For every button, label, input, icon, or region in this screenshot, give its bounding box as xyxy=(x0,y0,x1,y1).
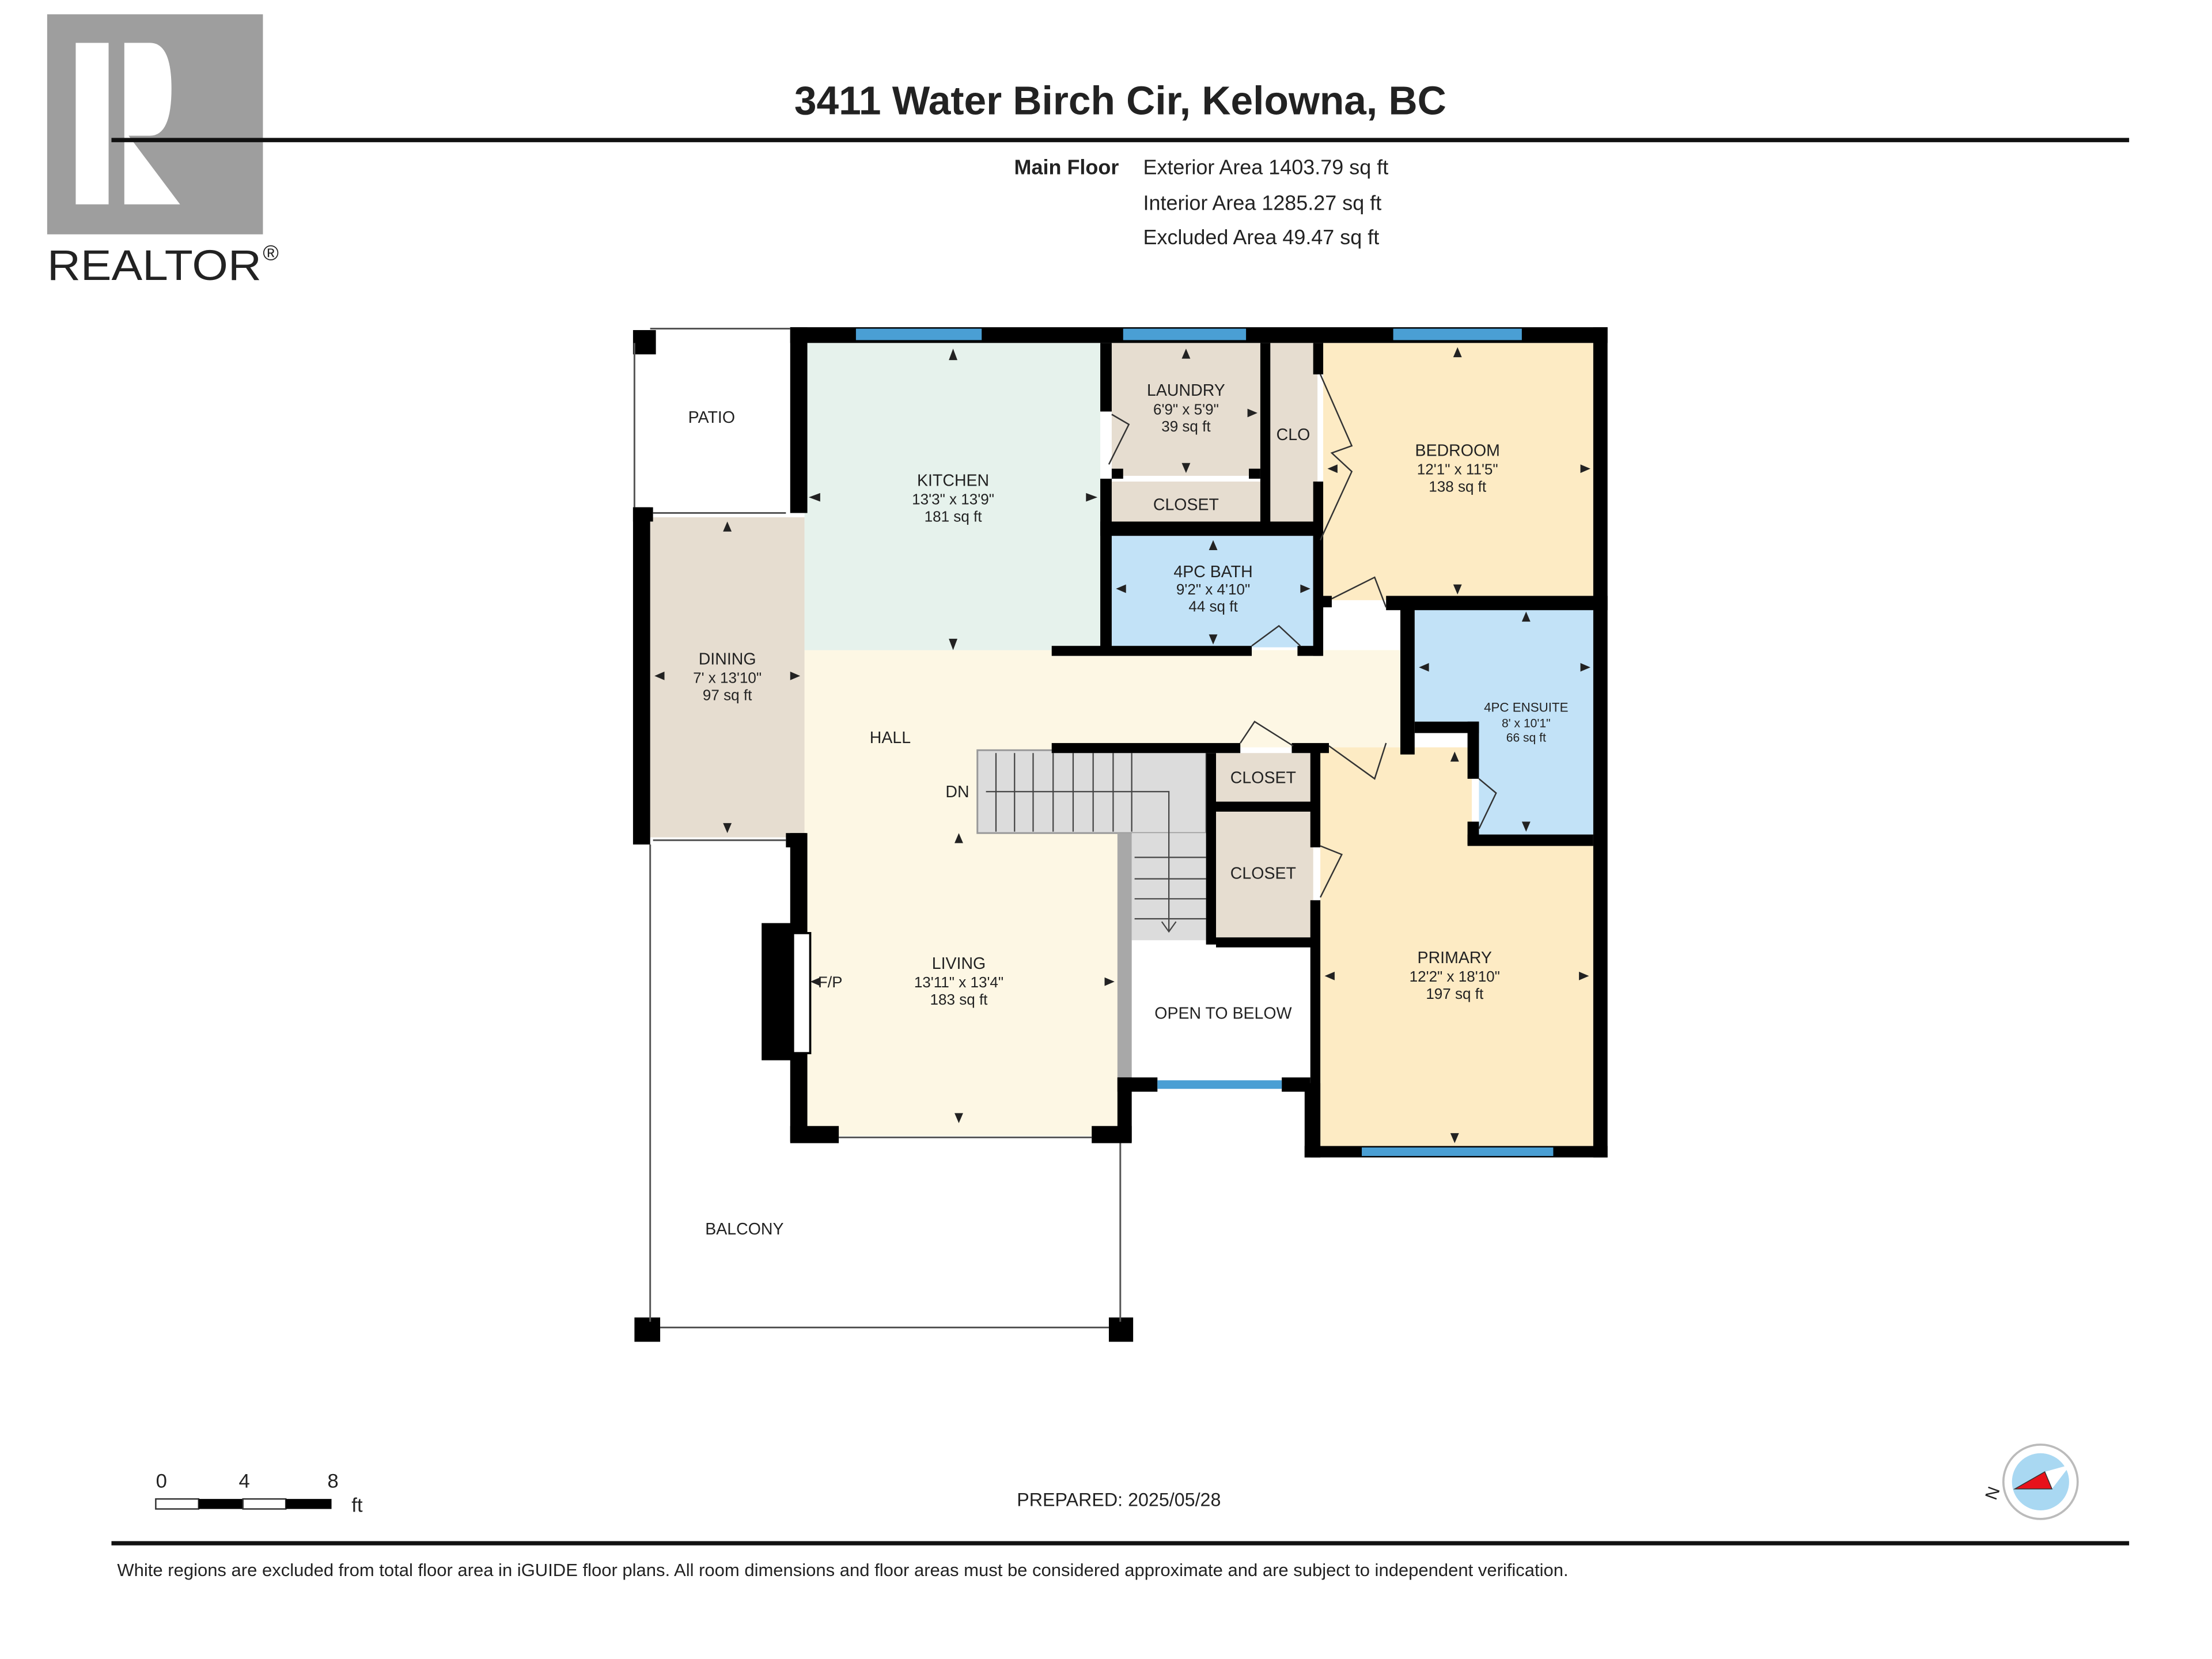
room-hall: HALL xyxy=(870,729,911,747)
room-bath: 4PC BATH xyxy=(1173,563,1252,581)
room-open-to-below: OPEN TO BELOW xyxy=(1154,1005,1291,1023)
realtor-wordmark: REALTOR xyxy=(47,241,262,289)
room-living: LIVING xyxy=(932,955,986,973)
fireplace-icon xyxy=(791,931,812,1055)
excluded-area: Excluded Area 49.47 sq ft xyxy=(1143,225,1379,249)
room-clo: CLO xyxy=(1277,426,1310,444)
room-kitchen-dims: 13'3" x 13'9" xyxy=(912,491,994,508)
scale-unit: ft xyxy=(351,1494,363,1516)
railings xyxy=(633,328,1122,1328)
dimension-arrows xyxy=(654,347,1590,1143)
room-closet-laundry: CLOSET xyxy=(1153,496,1219,514)
room-kitchen: KITCHEN xyxy=(917,471,989,490)
compass-north-label: N xyxy=(1982,1484,2003,1502)
footer-disclaimer: White regions are excluded from total fl… xyxy=(117,1560,1568,1580)
room-ensuite-dims: 8' x 10'1" xyxy=(1502,717,1551,730)
room-bedroom-dims: 12'1" x 11'5" xyxy=(1417,461,1498,478)
room-bedroom-area: 138 sq ft xyxy=(1429,478,1487,495)
registered-mark: ® xyxy=(263,240,278,264)
windows xyxy=(855,328,1554,1156)
room-dining-area: 97 sq ft xyxy=(703,687,752,704)
room-patio: PATIO xyxy=(688,408,735,427)
room-bath-dims: 9'2" x 4'10" xyxy=(1176,581,1250,598)
exterior-area: Exterior Area 1403.79 sq ft xyxy=(1143,156,1388,179)
room-laundry-area: 39 sq ft xyxy=(1161,418,1211,435)
room-labels: PATIO KITCHEN 13'3" x 13'9" 181 sq ft LA… xyxy=(688,381,1569,1238)
room-primary: PRIMARY xyxy=(1418,949,1492,967)
room-balcony: BALCONY xyxy=(705,1220,783,1238)
scale-tick-4: 4 xyxy=(239,1470,250,1492)
room-laundry: LAUNDRY xyxy=(1147,381,1225,400)
room-ensuite-area: 66 sq ft xyxy=(1506,731,1546,744)
room-laundry-dims: 6'9" x 5'9" xyxy=(1153,400,1219,418)
doors xyxy=(1108,374,1497,898)
prepared-date: PREPARED: 2025/05/28 xyxy=(1017,1490,1221,1510)
floor-label: Main Floor xyxy=(1014,156,1119,179)
realtor-logo: REALTOR ® xyxy=(47,14,279,289)
page-title: 3411 Water Birch Cir, Kelowna, BC xyxy=(794,78,1446,123)
room-bath-area: 44 sq ft xyxy=(1188,598,1238,615)
room-ensuite: 4PC ENSUITE xyxy=(1484,700,1568,714)
room-living-area: 183 sq ft xyxy=(930,991,988,1008)
scale-tick-8: 8 xyxy=(327,1470,338,1492)
fireplace-label: F/P xyxy=(818,973,842,991)
room-closet-lower: CLOSET xyxy=(1230,865,1296,883)
room-dining: DINING xyxy=(699,650,756,668)
stairs-down-label: DN xyxy=(945,783,969,801)
scale-tick-0: 0 xyxy=(156,1470,167,1492)
interior-area: Interior Area 1285.27 sq ft xyxy=(1143,191,1381,215)
room-kitchen-area: 181 sq ft xyxy=(925,507,983,525)
room-dining-dims: 7' x 13'10" xyxy=(693,669,762,687)
compass-icon: N xyxy=(1982,1444,2079,1520)
room-primary-dims: 12'2" x 18'10" xyxy=(1410,968,1500,985)
room-living-dims: 13'11" x 13'4" xyxy=(914,974,1003,991)
scale-bar: 0 4 8 ft xyxy=(155,1470,363,1516)
room-bedroom: BEDROOM xyxy=(1415,441,1500,460)
room-closet-upper: CLOSET xyxy=(1230,768,1296,787)
room-primary-area: 197 sq ft xyxy=(1426,985,1484,1002)
room-fills xyxy=(650,343,1593,1147)
